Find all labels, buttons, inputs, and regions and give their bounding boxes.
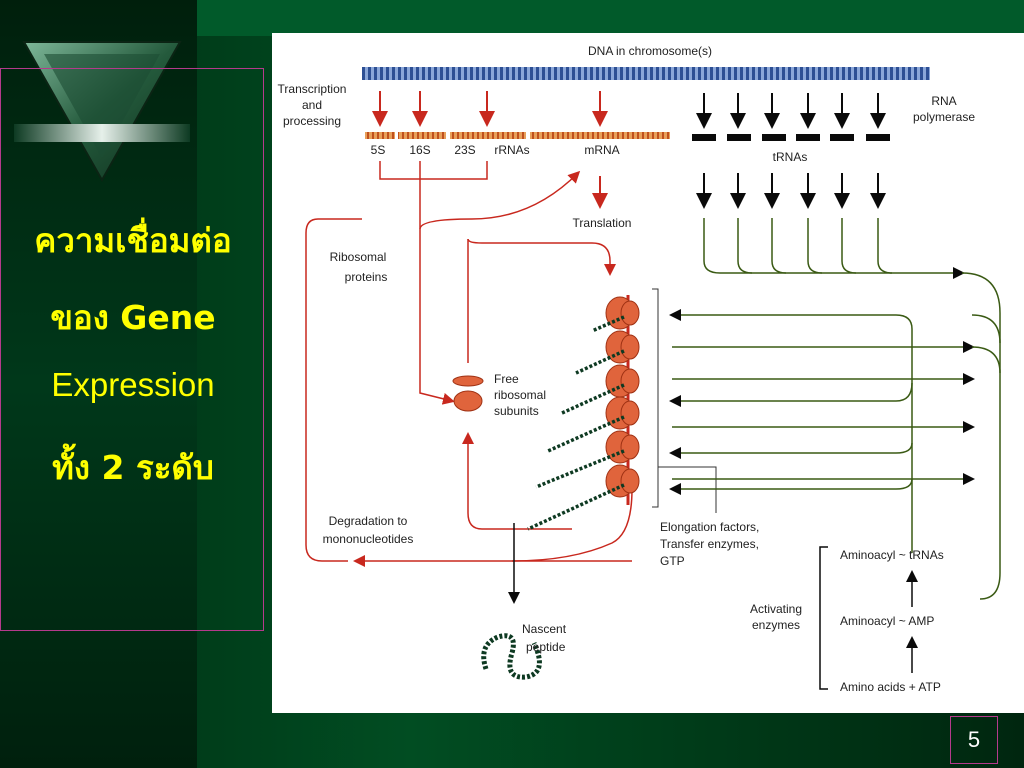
nascent-label-2: peptide	[526, 640, 566, 654]
transcription-arrows	[372, 91, 608, 127]
trna-segments	[692, 134, 890, 141]
polysome	[527, 295, 640, 531]
rrna-5s-segment	[365, 132, 395, 139]
activating-label-1: Activating	[750, 602, 802, 616]
title-line-3: Expression	[51, 366, 215, 403]
large-subunit	[453, 390, 483, 412]
nascent-peptide-coil	[481, 633, 542, 680]
title-box: ความเชื่อมต่อ ของ Gene Expression ทั้ง 2…	[0, 68, 264, 631]
transcription-label-1: Transcription	[278, 82, 347, 96]
free-subunits-label-3: subunits	[494, 404, 539, 418]
title-line-2: ของ Gene	[50, 298, 216, 337]
free-subunits-label-2: ribosomal	[494, 388, 546, 402]
trna-transcription-arrows	[696, 93, 886, 129]
elongation-label-1: Elongation factors,	[660, 520, 759, 534]
trna-downward-arrows	[696, 173, 886, 209]
dna-chromosome-bar	[362, 67, 930, 80]
aminoacyl-trnas-label: Aminoacyl ~ tRNAs	[840, 548, 944, 562]
top-band	[197, 0, 1024, 36]
triangle-logo	[14, 41, 190, 182]
rrna-23s-label: 23S	[454, 143, 475, 157]
aminoacyl-arrows	[669, 309, 1001, 553]
aminoacyl-amp-label: Aminoacyl ~ AMP	[840, 614, 934, 628]
amino-acids-label: Amino acids + ATP	[840, 680, 941, 694]
polysome-bracket	[652, 288, 659, 508]
rrna-bracket	[379, 161, 488, 405]
rna-polymerase-label-2: polymerase	[913, 110, 975, 124]
elongation-label-3: GTP	[660, 554, 685, 568]
small-subunit	[452, 375, 484, 387]
degradation-label-2: mononucleotides	[323, 532, 414, 546]
page-number: 5	[950, 716, 998, 764]
transcription-label-3: processing	[283, 114, 341, 128]
ribosomal-proteins-label-2: proteins	[345, 270, 388, 284]
cycle-arrows	[305, 170, 633, 567]
rrna-16s-segment	[398, 132, 446, 139]
trna-pool-lines	[703, 218, 1001, 600]
transcription-label-2: and	[302, 98, 322, 112]
ribosomal-proteins-label-1: Ribosomal	[330, 250, 387, 264]
activating-label-2: enzymes	[752, 618, 800, 632]
dna-label: DNA in chromosome(s)	[588, 44, 712, 58]
elongation-label-2: Transfer enzymes,	[660, 537, 759, 551]
rrna-16s-label: 16S	[409, 143, 430, 157]
title-line-4: ทั้ง 2 ระดับ	[52, 448, 214, 487]
translation-label: Translation	[573, 216, 632, 230]
free-subunits-label-1: Free	[494, 372, 519, 386]
gene-expression-diagram: DNA in chromosome(s) Transcription and p…	[272, 33, 1024, 713]
mrna-label: mRNA	[584, 143, 619, 157]
degradation-label-1: Degradation to	[329, 514, 408, 528]
nascent-label-1: Nascent	[522, 622, 567, 636]
rrna-5s-label: 5S	[371, 143, 386, 157]
activation-arrows	[819, 546, 918, 690]
rrna-23s-segment	[450, 132, 526, 139]
rna-polymerase-label-1: RNA	[931, 94, 956, 108]
mrna-segment	[530, 132, 670, 139]
title-line-1: ความเชื่อมต่อ	[34, 221, 232, 260]
rrnas-label: rRNAs	[494, 143, 529, 157]
trnas-label: tRNAs	[773, 150, 808, 164]
diagram-svg: DNA in chromosome(s) Transcription and p…	[278, 44, 1001, 694]
